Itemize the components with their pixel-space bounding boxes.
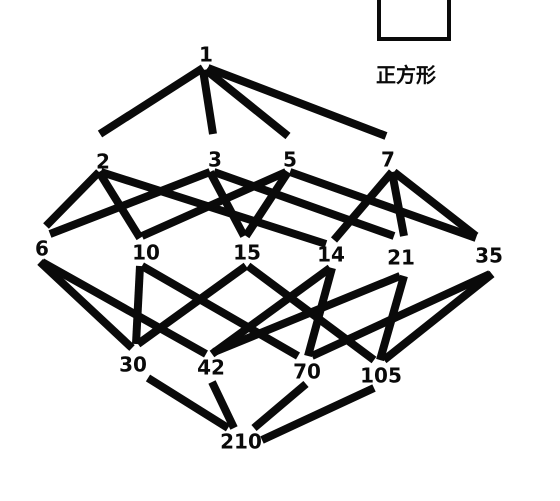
node-7: 7 <box>381 148 395 172</box>
legend: 正方形 <box>376 0 451 87</box>
node-105: 105 <box>360 364 402 388</box>
edge-7-21 <box>388 171 408 237</box>
edge-7-14 <box>330 169 396 243</box>
node-2: 2 <box>96 150 110 174</box>
edge-2-6 <box>43 169 102 229</box>
edge-3-21 <box>212 168 396 240</box>
node-42: 42 <box>197 356 225 380</box>
edge-30-210 <box>145 374 231 432</box>
edge-1-7 <box>206 64 388 140</box>
edge-42-210 <box>208 380 238 430</box>
edge-7-35 <box>391 168 479 240</box>
edge-3-15 <box>206 170 248 238</box>
edge-105-210 <box>260 384 376 444</box>
edge-21-42 <box>212 272 402 356</box>
node-1: 1 <box>199 43 213 67</box>
square-icon <box>377 0 451 41</box>
node-15: 15 <box>233 241 261 265</box>
node-210: 210 <box>220 430 262 454</box>
edge-15-30 <box>135 262 249 348</box>
edge-1-5 <box>203 66 291 140</box>
node-5: 5 <box>283 148 297 172</box>
edge-3-6 <box>48 168 212 238</box>
node-30: 30 <box>119 353 147 377</box>
node-3: 3 <box>208 148 222 172</box>
edge-35-70 <box>310 270 492 360</box>
node-6: 6 <box>35 237 49 261</box>
edge-6-30 <box>37 259 135 351</box>
edges-layer <box>37 64 495 444</box>
node-70: 70 <box>293 360 321 384</box>
edge-1-3 <box>199 69 217 135</box>
edge-5-10 <box>140 168 288 240</box>
edge-10-30 <box>132 265 144 345</box>
node-35: 35 <box>475 244 503 268</box>
node-10: 10 <box>132 241 160 265</box>
edge-10-70 <box>140 262 300 360</box>
edge-70-210 <box>251 380 309 432</box>
edge-6-42 <box>40 258 208 358</box>
edge-1-2 <box>97 64 206 138</box>
node-21: 21 <box>387 246 415 270</box>
edge-5-15 <box>242 169 292 239</box>
legend-label: 正方形 <box>376 63 436 87</box>
node-14: 14 <box>317 243 345 267</box>
edge-35-105 <box>381 270 495 364</box>
edge-5-35 <box>288 168 478 242</box>
edge-14-42 <box>209 264 333 358</box>
